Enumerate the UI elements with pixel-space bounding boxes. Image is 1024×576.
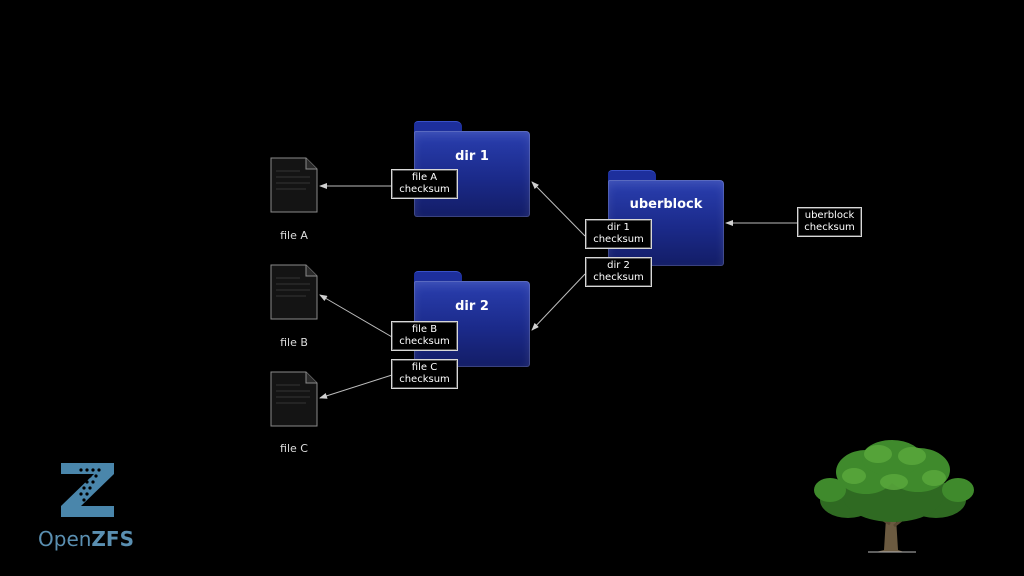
dir2-checksum-line1: dir 2 xyxy=(607,260,630,271)
dir2-checksum-box: dir 2 checksum xyxy=(585,257,652,287)
dir2-title: dir 2 xyxy=(455,299,489,314)
file-a-checksum-line2: checksum xyxy=(399,184,450,195)
dir2-checksum-line2: checksum xyxy=(593,272,644,283)
file-c-checksum-line2: checksum xyxy=(399,374,450,385)
file-c-document-icon xyxy=(270,371,318,427)
uberblock-checksum-box: uberblock checksum xyxy=(797,207,862,237)
dir1-checksum-box: dir 1 checksum xyxy=(585,219,652,249)
file-a-document-icon xyxy=(270,157,318,213)
file-c-label: file C xyxy=(280,442,308,455)
dir1-checksum-line2: checksum xyxy=(593,234,644,245)
file-b-checksum-box: file B checksum xyxy=(391,321,458,351)
dir2-folder-icon: dir 2 xyxy=(414,271,530,367)
arrow-fileB-checksum xyxy=(319,294,393,338)
arrow-dir2-checksum xyxy=(531,273,586,331)
uberblock-title: uberblock xyxy=(629,197,703,212)
dir1-title: dir 1 xyxy=(455,149,489,164)
file-b-label: file B xyxy=(280,336,308,349)
file-a-label: file A xyxy=(280,229,308,242)
tree-icon xyxy=(814,440,974,553)
arrow-fileC-checksum xyxy=(319,374,393,399)
file-b-checksum-line1: file B xyxy=(411,324,438,335)
arrow-dir1-checksum xyxy=(531,181,586,237)
logo-text-zfs: ZFS xyxy=(91,527,134,551)
file-c-checksum-box: file C checksum xyxy=(391,359,458,389)
uberblock-folder-icon: uberblock xyxy=(608,170,724,266)
logo-text-open: Open xyxy=(38,527,92,551)
uberblock-checksum-line2: checksum xyxy=(804,222,855,233)
file-a-checksum-line1: file A xyxy=(411,172,438,183)
file-a-checksum-box: file A checksum xyxy=(391,169,458,199)
file-b-checksum-line2: checksum xyxy=(399,336,450,347)
dir1-checksum-line1: dir 1 xyxy=(607,222,630,233)
uberblock-checksum-line1: uberblock xyxy=(804,210,855,221)
file-b-document-icon xyxy=(270,264,318,320)
file-c-checksum-line1: file C xyxy=(411,362,438,373)
openzfs-logo-icon xyxy=(61,463,114,517)
openzfs-logo-text: OpenZFS xyxy=(38,527,134,551)
